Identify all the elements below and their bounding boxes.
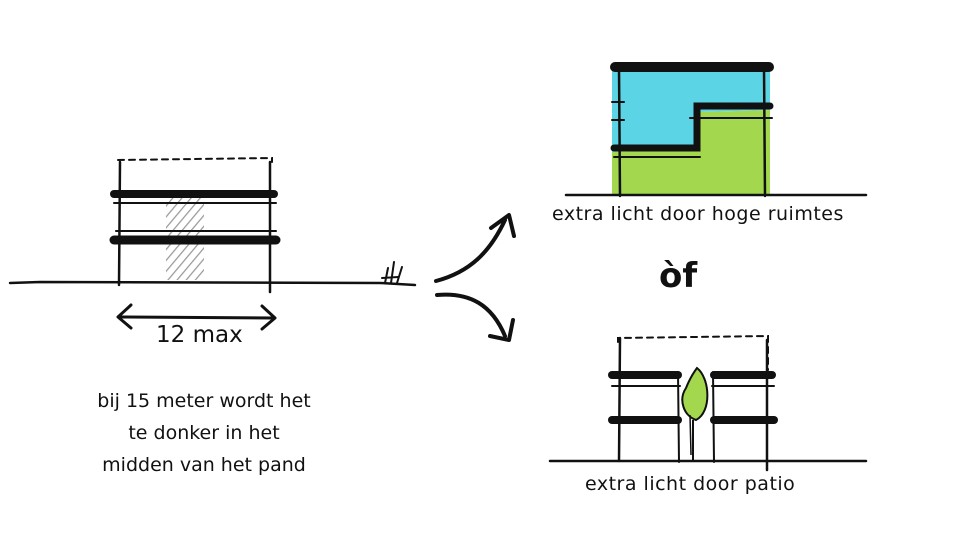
left-roof-dashed (117, 156, 273, 163)
bottom-option-section (548, 334, 868, 472)
dimension-label: 12 max (156, 322, 243, 348)
arrows-to-options (434, 213, 516, 342)
small-plant-icon (381, 261, 403, 284)
bottom-wall-left (617, 336, 622, 463)
or-separator: òf (659, 256, 698, 296)
top-option-caption: extra licht door hoge ruimtes (552, 203, 844, 225)
bottom-option-caption: extra licht door patio (585, 473, 796, 495)
left-wall-left (117, 160, 122, 287)
top-wall-right (762, 66, 767, 198)
top-wall-left (617, 66, 622, 198)
top-step-floor (610, 102, 774, 152)
arrow-down (435, 292, 507, 338)
green-area (612, 110, 770, 196)
left-ground-line (8, 280, 417, 287)
cyan-area (612, 68, 770, 152)
note-line-1: bij 15 meter wordt het (97, 390, 311, 412)
bottom-roof-dashed (617, 334, 769, 371)
left-building-section (8, 156, 417, 294)
dimension-arrow (116, 303, 277, 331)
top-option-section (564, 62, 868, 198)
tree-icon (681, 366, 709, 460)
arrow-up (434, 218, 507, 283)
note-line-2: te donker in het (128, 422, 280, 444)
note-text: bij 15 meter wordt het te donker in het … (74, 385, 334, 481)
note-line-3: midden van het pand (102, 454, 306, 476)
